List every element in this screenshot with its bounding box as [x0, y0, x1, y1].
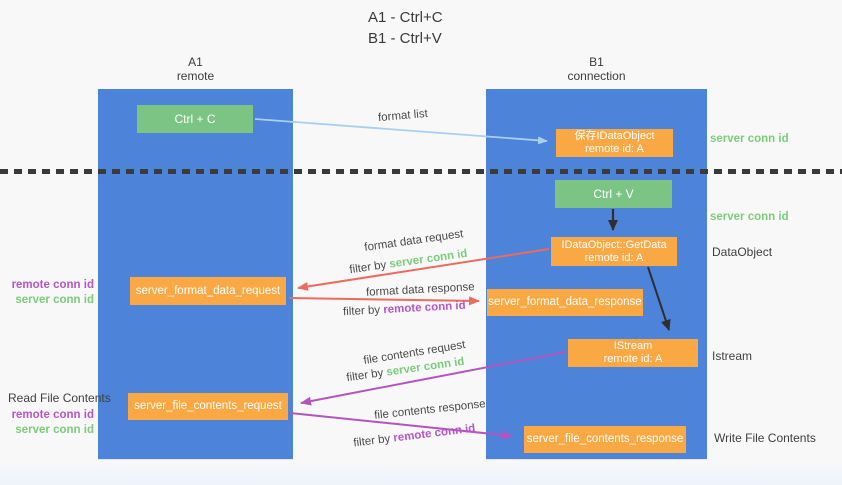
- box-file-request-label: server_file_contents_request: [134, 400, 282, 412]
- format-request-conn-ids: remote conn id server conn id: [0, 278, 94, 308]
- file-request-conn-ids: remote conn id server conn id: [0, 408, 94, 438]
- title-line-1: A1 - Ctrl+C: [368, 9, 443, 26]
- box-getdata-line2: remote id: A: [584, 251, 644, 264]
- format-list-text: format list: [377, 107, 429, 125]
- flow-filter-file-response: filter by remote conn id: [353, 423, 476, 450]
- filter-by-text: filter by: [352, 432, 395, 450]
- box-server-file-contents-request: server_file_contents_request: [128, 393, 288, 420]
- filter-by-text: filter by: [342, 304, 384, 319]
- box-save-dataobject: 保存IDataObject remote id: A: [556, 129, 673, 157]
- title-line-2: B1 - Ctrl+V: [368, 30, 442, 47]
- box-format-request-label: server_format_data_request: [135, 284, 281, 297]
- box-format-response-label: server_format_data_response: [488, 296, 642, 308]
- flow-label-format-data-response: format data response: [366, 281, 475, 299]
- lane-header-b1: B1 connection: [486, 55, 707, 83]
- lane-header-a1: A1 remote: [98, 55, 293, 83]
- filter-by-text: filter by: [348, 258, 391, 277]
- label-remote-conn-id: remote conn id: [11, 409, 94, 421]
- flow-label-file-contents-response: file contents response: [374, 398, 487, 422]
- label-server-conn-id-top: server conn id: [710, 133, 789, 145]
- box-istream-line2: remote id: A: [603, 353, 663, 365]
- box-istream: IStream remote id: A: [568, 339, 698, 367]
- box-ctrl-v-label: Ctrl + V: [593, 186, 634, 201]
- flow-filter-format-response: filter by remote conn id: [343, 300, 466, 318]
- label-server-conn-id: server conn id: [15, 424, 94, 436]
- lane-b1-title: B1: [589, 55, 604, 69]
- label-istream: Istream: [712, 349, 753, 363]
- box-server-format-data-request: server_format_data_request: [130, 277, 286, 305]
- box-save-dataobject-line2: remote id: A: [585, 143, 644, 155]
- label-dataobject: DataObject: [712, 245, 773, 259]
- box-save-dataobject-line1: 保存IDataObject: [574, 130, 655, 142]
- flow-label-format-list: format list: [378, 108, 429, 124]
- label-write-file-contents: Write File Contents: [714, 431, 816, 445]
- box-istream-line1: IStream: [613, 340, 653, 352]
- remote-conn-id-keyword: remote conn id: [392, 422, 476, 445]
- lane-a1-subtitle: remote: [176, 69, 215, 83]
- format-data-response-text: format data response: [365, 281, 475, 299]
- file-contents-response-text: file contents response: [373, 398, 487, 422]
- phase-separator-dotted-line: [0, 169, 842, 174]
- box-getdata-line1: IDataObject::GetData: [561, 238, 667, 251]
- label-remote-conn-id: remote conn id: [11, 279, 94, 291]
- label-server-conn-id-mid: server conn id: [710, 211, 789, 223]
- label-read-file-contents: Read File Contents: [8, 391, 111, 405]
- lane-a1-title: A1: [188, 55, 203, 69]
- box-server-format-data-response: server_format_data_response: [487, 289, 643, 316]
- box-server-file-contents-response: server_file_contents_response: [524, 426, 686, 453]
- lane-b1-subtitle: connection: [567, 69, 626, 83]
- filter-by-text: filter by: [345, 366, 388, 385]
- server-conn-id-keyword: server conn id: [388, 247, 469, 271]
- label-server-conn-id: server conn id: [15, 294, 94, 306]
- box-idataobject-getdata: IDataObject::GetData remote id: A: [551, 237, 677, 266]
- box-ctrl-c-label: Ctrl + C: [174, 111, 216, 126]
- box-ctrl-c: Ctrl + C: [137, 105, 253, 133]
- box-ctrl-v: Ctrl + V: [555, 180, 672, 208]
- diagram-title: A1 - Ctrl+C B1 - Ctrl+V: [368, 7, 443, 49]
- remote-conn-id-keyword: remote conn id: [382, 299, 466, 317]
- box-file-response-label: server_file_contents_response: [526, 433, 684, 445]
